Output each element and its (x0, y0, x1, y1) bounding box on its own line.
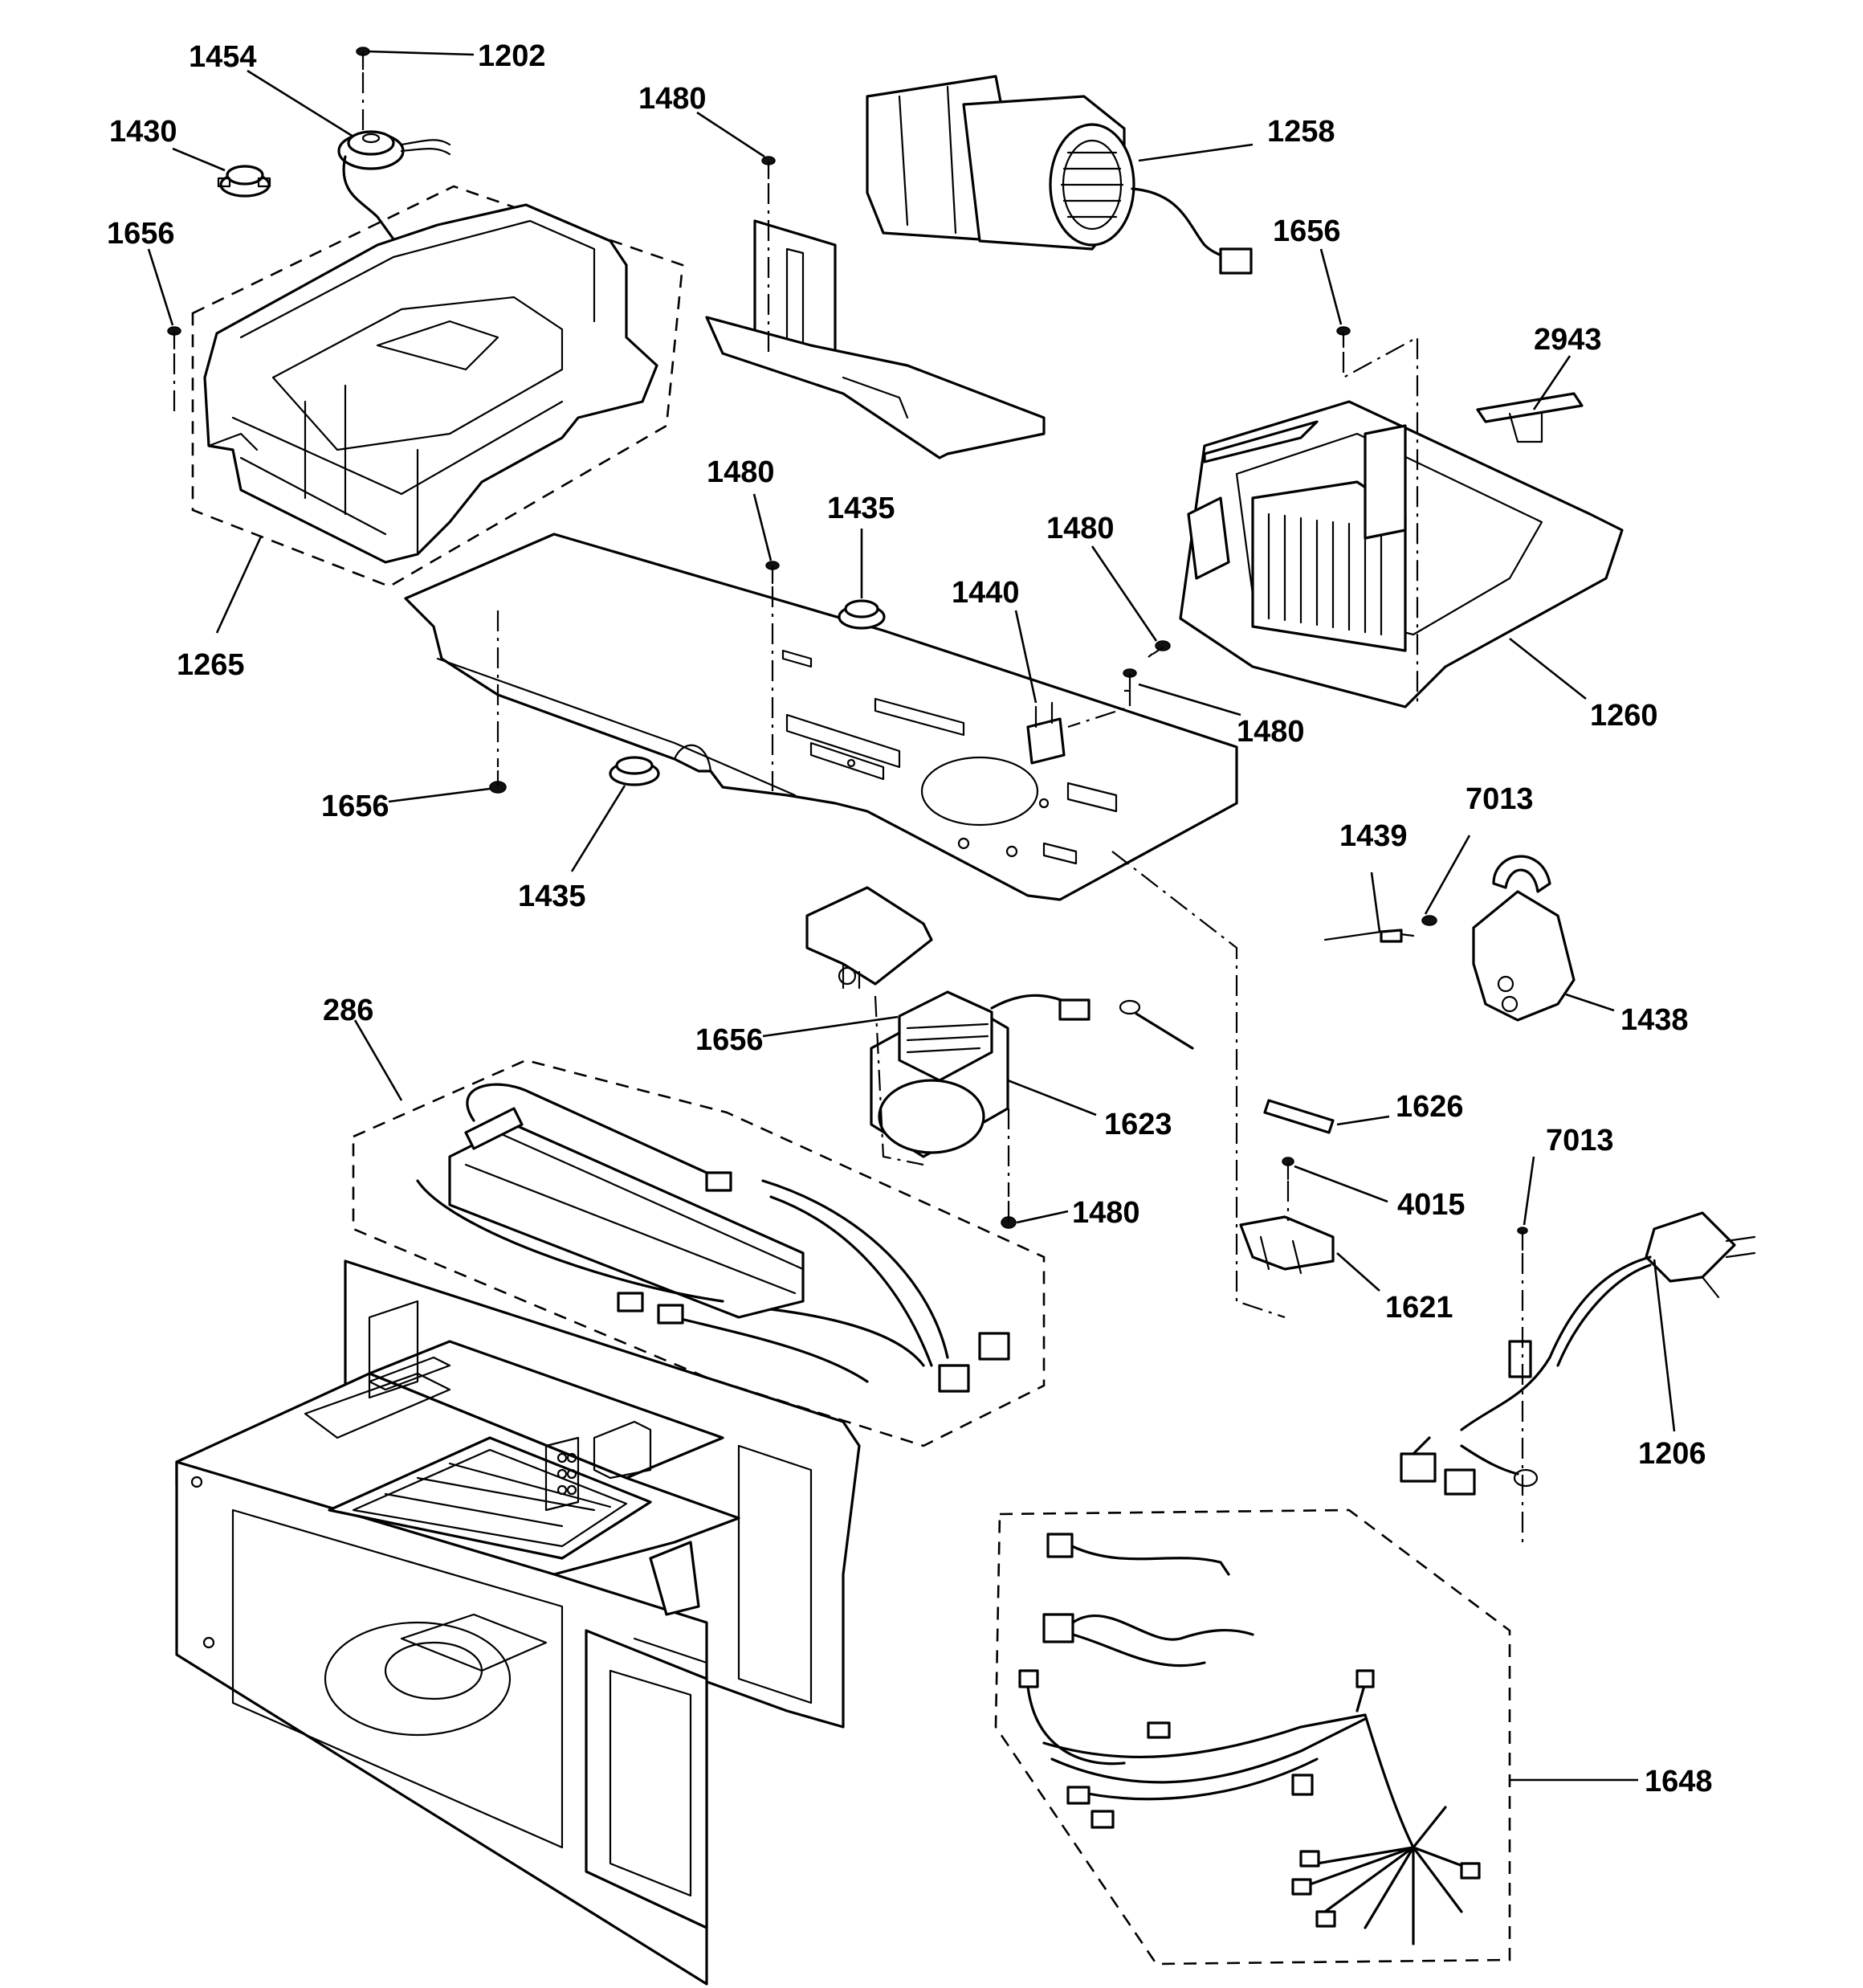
callout-1260: 1260 (1590, 699, 1658, 733)
callout-286: 286 (323, 994, 373, 1027)
callout-1626: 1626 (1396, 1090, 1464, 1124)
part-1260-bracket-assembly (1179, 392, 1624, 708)
part-286-assembly (352, 1059, 1046, 1447)
part-rod (1119, 999, 1194, 1050)
callout-1265: 1265 (177, 648, 245, 682)
callout-1438: 1438 (1620, 1003, 1689, 1037)
callout-1454: 1454 (189, 40, 257, 74)
callout-1430: 1430 (109, 115, 177, 149)
part-1265-duct (191, 185, 684, 588)
callout-1656: 1656 (695, 1023, 764, 1057)
part-1435-thermostats (609, 599, 886, 786)
callout-1623: 1623 (1104, 1108, 1172, 1141)
part-mounting-plate (404, 533, 1238, 901)
callout-2943: 2943 (1534, 323, 1602, 357)
callout-7013: 7013 (1546, 1124, 1614, 1157)
part-1430-thermostat (217, 165, 271, 198)
callout-1656: 1656 (107, 217, 175, 251)
callout-1656: 1656 (321, 790, 389, 823)
part-cavity-chassis (175, 1259, 861, 1986)
callout-1656: 1656 (1273, 214, 1341, 248)
part-small-bracket (805, 886, 933, 990)
callout-1648: 1648 (1645, 1765, 1713, 1798)
callout-1439: 1439 (1339, 819, 1408, 853)
part-1258-blower (866, 75, 1253, 275)
callout-1435: 1435 (827, 492, 895, 525)
callout-1202: 1202 (478, 39, 546, 73)
callout-labels: 1454 1202 1430 1656 1265 1480 1258 1656 … (107, 39, 1713, 1798)
callout-1435: 1435 (518, 880, 586, 913)
callout-1480: 1480 (707, 455, 775, 489)
part-1480-bracket (705, 219, 1046, 459)
screws (167, 47, 1528, 1251)
part-1648-wire-harness (994, 1508, 1511, 1966)
callout-1258: 1258 (1267, 115, 1335, 149)
part-1440-relay (1026, 701, 1066, 765)
leader-lines (147, 50, 1676, 1782)
callout-1480: 1480 (1046, 512, 1115, 545)
callout-1480: 1480 (1237, 715, 1305, 749)
alignment-lines (173, 72, 1524, 1542)
callout-7013: 7013 (1466, 782, 1534, 816)
callout-4015: 4015 (1397, 1188, 1466, 1222)
part-1626-fuse (1263, 1099, 1335, 1134)
callout-1480: 1480 (638, 82, 707, 116)
part-1438-capacitor (1323, 855, 1576, 1022)
part-1621-fuse-holder (1239, 1215, 1335, 1275)
callout-1206: 1206 (1638, 1437, 1706, 1471)
part-1623-transformer (870, 990, 1090, 1158)
part-1206-power-cord (1400, 1211, 1756, 1496)
callout-1621: 1621 (1385, 1291, 1453, 1325)
callout-1480: 1480 (1072, 1196, 1140, 1230)
callout-1440: 1440 (952, 576, 1020, 610)
